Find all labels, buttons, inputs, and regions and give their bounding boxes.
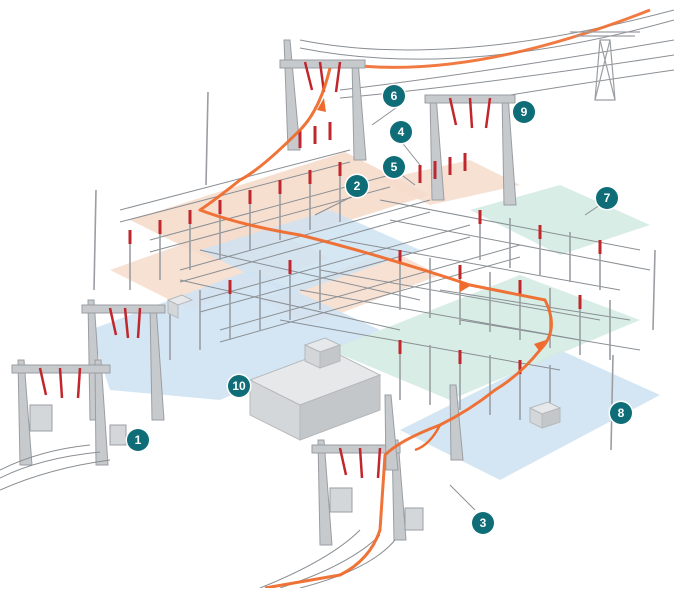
zone-green-mid	[330, 275, 640, 400]
equipment-boxes	[166, 294, 562, 429]
post-insulators	[128, 122, 602, 374]
power-flow-path	[198, 67, 553, 590]
marker-6: 6	[383, 85, 405, 107]
flow-arrows	[317, 98, 546, 352]
marker-10: 10	[228, 375, 250, 397]
power-flow-branch	[414, 424, 442, 452]
zone-blue-mid	[200, 210, 420, 295]
zone-green-top	[470, 185, 650, 255]
zone-blue-left	[90, 270, 380, 400]
transformers	[29, 404, 424, 531]
marker-1: 1	[127, 429, 149, 451]
marker-9: 9	[513, 101, 535, 123]
marker-4: 4	[390, 121, 412, 143]
marker-5: 5	[383, 156, 405, 178]
marker-8: 8	[610, 402, 632, 424]
marker-2: 2	[346, 175, 368, 197]
control-building	[248, 349, 382, 441]
outgoing-lines	[0, 444, 396, 589]
marker-7: 7	[596, 187, 618, 209]
equipment-posts	[93, 91, 656, 451]
marker-leaders	[314, 104, 601, 511]
zone-orange-top	[380, 160, 520, 205]
incoming-flow-line	[329, 8, 651, 69]
lattice-tower	[570, 31, 640, 101]
marker-3: 3	[472, 512, 494, 534]
